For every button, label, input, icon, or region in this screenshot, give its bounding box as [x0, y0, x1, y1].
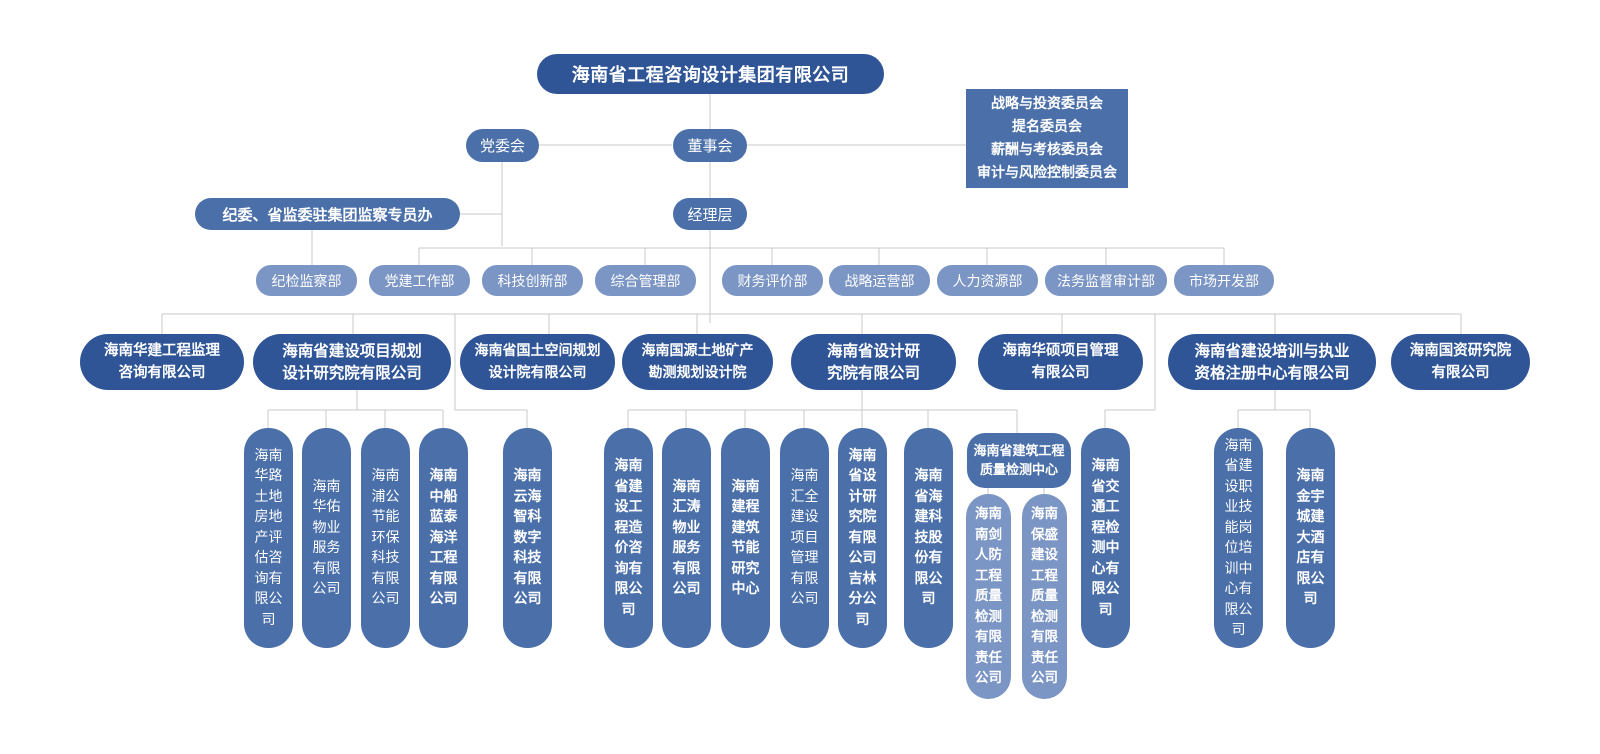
- leaf-vocational-training: 海南省建设职业技能岗位培训中心有限公司: [1214, 428, 1263, 648]
- subsidiary-state-assets-research: 海南国资研究院 有限公司: [1391, 334, 1530, 390]
- subsidiary-huajian-supervision: 海南华建工程监理 咨询有限公司: [80, 334, 244, 390]
- dept-party-building: 党建工作部: [369, 265, 470, 296]
- subsidiary-training-registration: 海南省建设培训与执业 资格注册中心有限公司: [1168, 334, 1376, 390]
- subsidiary-land-space-planning: 海南省国土空间规划 设计院有限公司: [460, 334, 615, 390]
- leaf-jinyu-hotel: 海南金宇城建大酒店有限公司: [1286, 428, 1335, 648]
- leaf-pugong-energy: 海南浦公节能环保科技有限公司: [361, 428, 410, 648]
- leaf-baosheng-inspection: 海南保盛建设工程质量检测有限责任公司: [1022, 494, 1067, 699]
- dept-legal-audit: 法务监督审计部: [1045, 265, 1167, 296]
- subsidiary-design-institute: 海南省设计研 究院有限公司: [791, 334, 956, 390]
- dept-market-development: 市场开发部: [1174, 265, 1274, 296]
- management-layer: 经理层: [673, 198, 747, 230]
- subsidiary-planning-design-institute: 海南省建设项目规划 设计研究院有限公司: [253, 334, 451, 390]
- leaf-jiancheng-energy: 海南建程建筑节能研究中心: [721, 428, 770, 648]
- inspection-center: 海南省建筑工程 质量检测中心: [967, 433, 1071, 488]
- leaf-cost-consulting: 海南省建设工程造价咨询有限公司: [604, 428, 653, 648]
- leaf-huayou-property: 海南华佑物业服务有限公司: [302, 428, 351, 648]
- leaf-huitao-property: 海南汇涛物业服务有限公司: [662, 428, 711, 648]
- leaf-yunhai-digital: 海南云海智科数字科技有限公司: [503, 428, 552, 648]
- subsidiary-guoyuan-land-survey: 海南国源土地矿产 勘测规划设计院: [622, 334, 773, 390]
- discipline-office: 纪委、省监委驻集团监察专员办: [195, 198, 460, 230]
- leaf-traffic-inspection: 海南省交通工程检测中心有限公司: [1081, 428, 1130, 648]
- leaf-huiquan-project: 海南汇全建设项目管理有限公司: [780, 428, 829, 648]
- leaf-hualu-land-appraisal: 海南华路土地房地产评估咨询有限公司: [244, 428, 293, 648]
- dept-strategy-operations: 战略运营部: [829, 265, 930, 296]
- leaf-zhongchuan-marine: 海南中船蓝泰海洋工程有限公司: [419, 428, 468, 648]
- committee-nomination: 提名委员会: [1012, 118, 1082, 135]
- leaf-jilin-branch: 海南省设计研究院有限公司吉林分公司: [838, 428, 887, 648]
- committee-audit-risk: 审计与风险控制委员会: [977, 164, 1117, 181]
- connector-lines: [161, 93, 1462, 494]
- subsidiary-huashuo-project: 海南华硕项目管理 有限公司: [978, 334, 1143, 390]
- dept-human-resources: 人力资源部: [937, 265, 1038, 296]
- committee-strategy: 战略与投资委员会: [991, 95, 1103, 112]
- root-company: 海南省工程咨询设计集团有限公司: [537, 54, 884, 94]
- committees-box: 战略与投资委员会 提名委员会 薪酬与考核委员会 审计与风险控制委员会: [966, 89, 1128, 188]
- party-committee: 党委会: [466, 129, 539, 162]
- leaf-haijian-tech: 海南省海建科技股份有限公司: [904, 428, 953, 648]
- board-of-directors: 董事会: [673, 129, 747, 162]
- dept-discipline-inspection: 纪检监察部: [256, 265, 357, 296]
- dept-general-management: 综合管理部: [595, 265, 696, 296]
- dept-tech-innovation: 科技创新部: [482, 265, 583, 296]
- leaf-nanjian-civil-defense: 海南南剑人防工程质量检测有限责任公司: [966, 494, 1011, 699]
- dept-finance-evaluation: 财务评价部: [722, 265, 823, 296]
- committee-compensation: 薪酬与考核委员会: [991, 141, 1103, 158]
